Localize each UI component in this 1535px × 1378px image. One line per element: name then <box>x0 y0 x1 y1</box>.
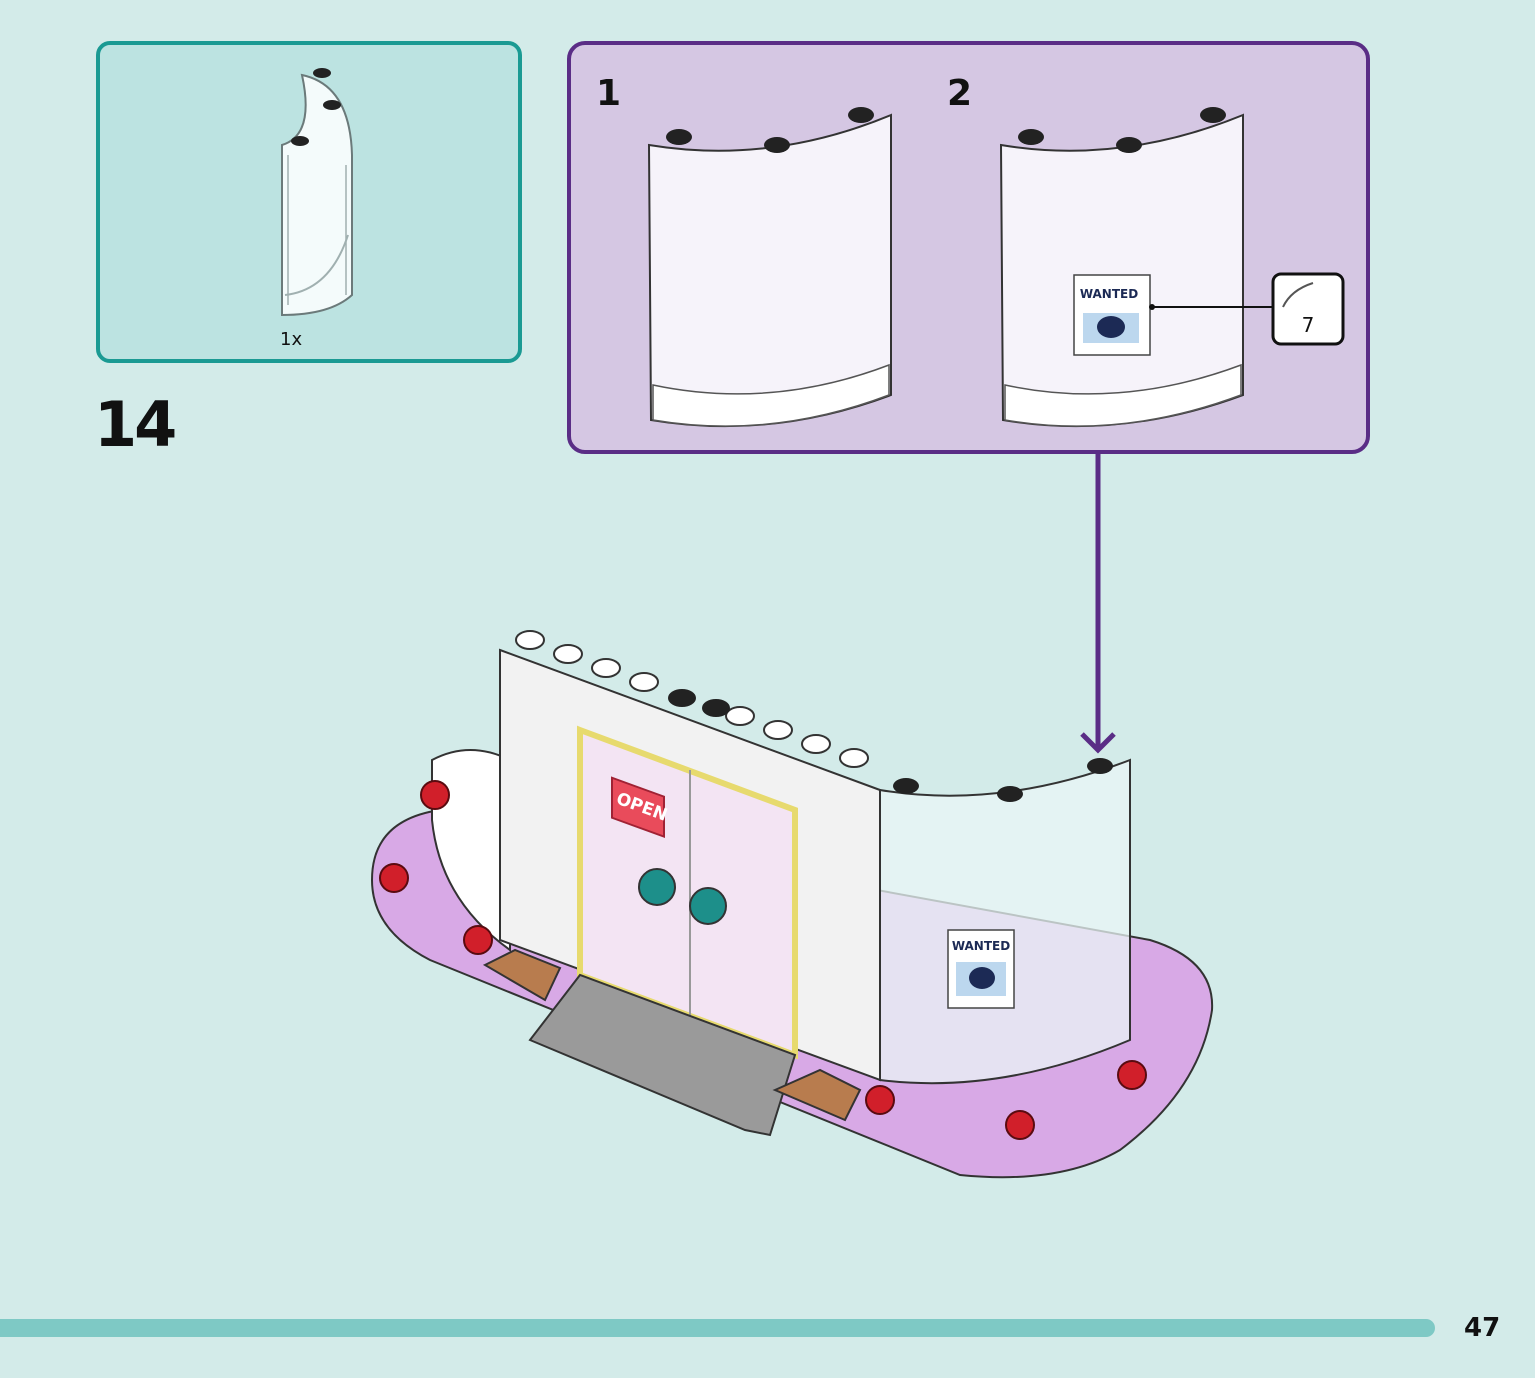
page-number: 47 <box>1464 1313 1501 1343</box>
poster-text: WANTED <box>952 939 1010 953</box>
footer-bar <box>0 1319 1435 1337</box>
sub-assembly-illustration: WANTED 7 <box>647 107 1345 428</box>
curved-window-panel <box>879 758 1131 1085</box>
sticker-text: WANTED <box>1080 287 1138 301</box>
part-quantity: 1x <box>280 329 303 350</box>
curved-panel-step-1 <box>647 107 892 428</box>
main-build-illustration: OPEN WANTED <box>370 454 1214 1179</box>
curved-panel-part-icon <box>281 68 353 317</box>
sticker-number-icon <box>1271 272 1345 346</box>
parts-callout: 1x <box>96 41 522 363</box>
sub-step-2-number: 2 <box>947 73 973 114</box>
shop-door <box>577 725 798 1060</box>
entrance-step <box>528 973 797 1137</box>
door-handle-left <box>638 868 676 906</box>
sticker-number: 7 <box>1302 313 1315 337</box>
door-handle-right <box>689 887 727 925</box>
curved-panel-step-2 <box>999 107 1345 428</box>
flower-decorations <box>379 780 1147 1140</box>
sub-step-1-number: 1 <box>596 73 622 114</box>
placement-arrow <box>1080 454 1116 754</box>
sub-assembly-box: 1 2 WANTED 7 <box>567 41 1370 454</box>
step-number: 14 <box>94 388 177 461</box>
